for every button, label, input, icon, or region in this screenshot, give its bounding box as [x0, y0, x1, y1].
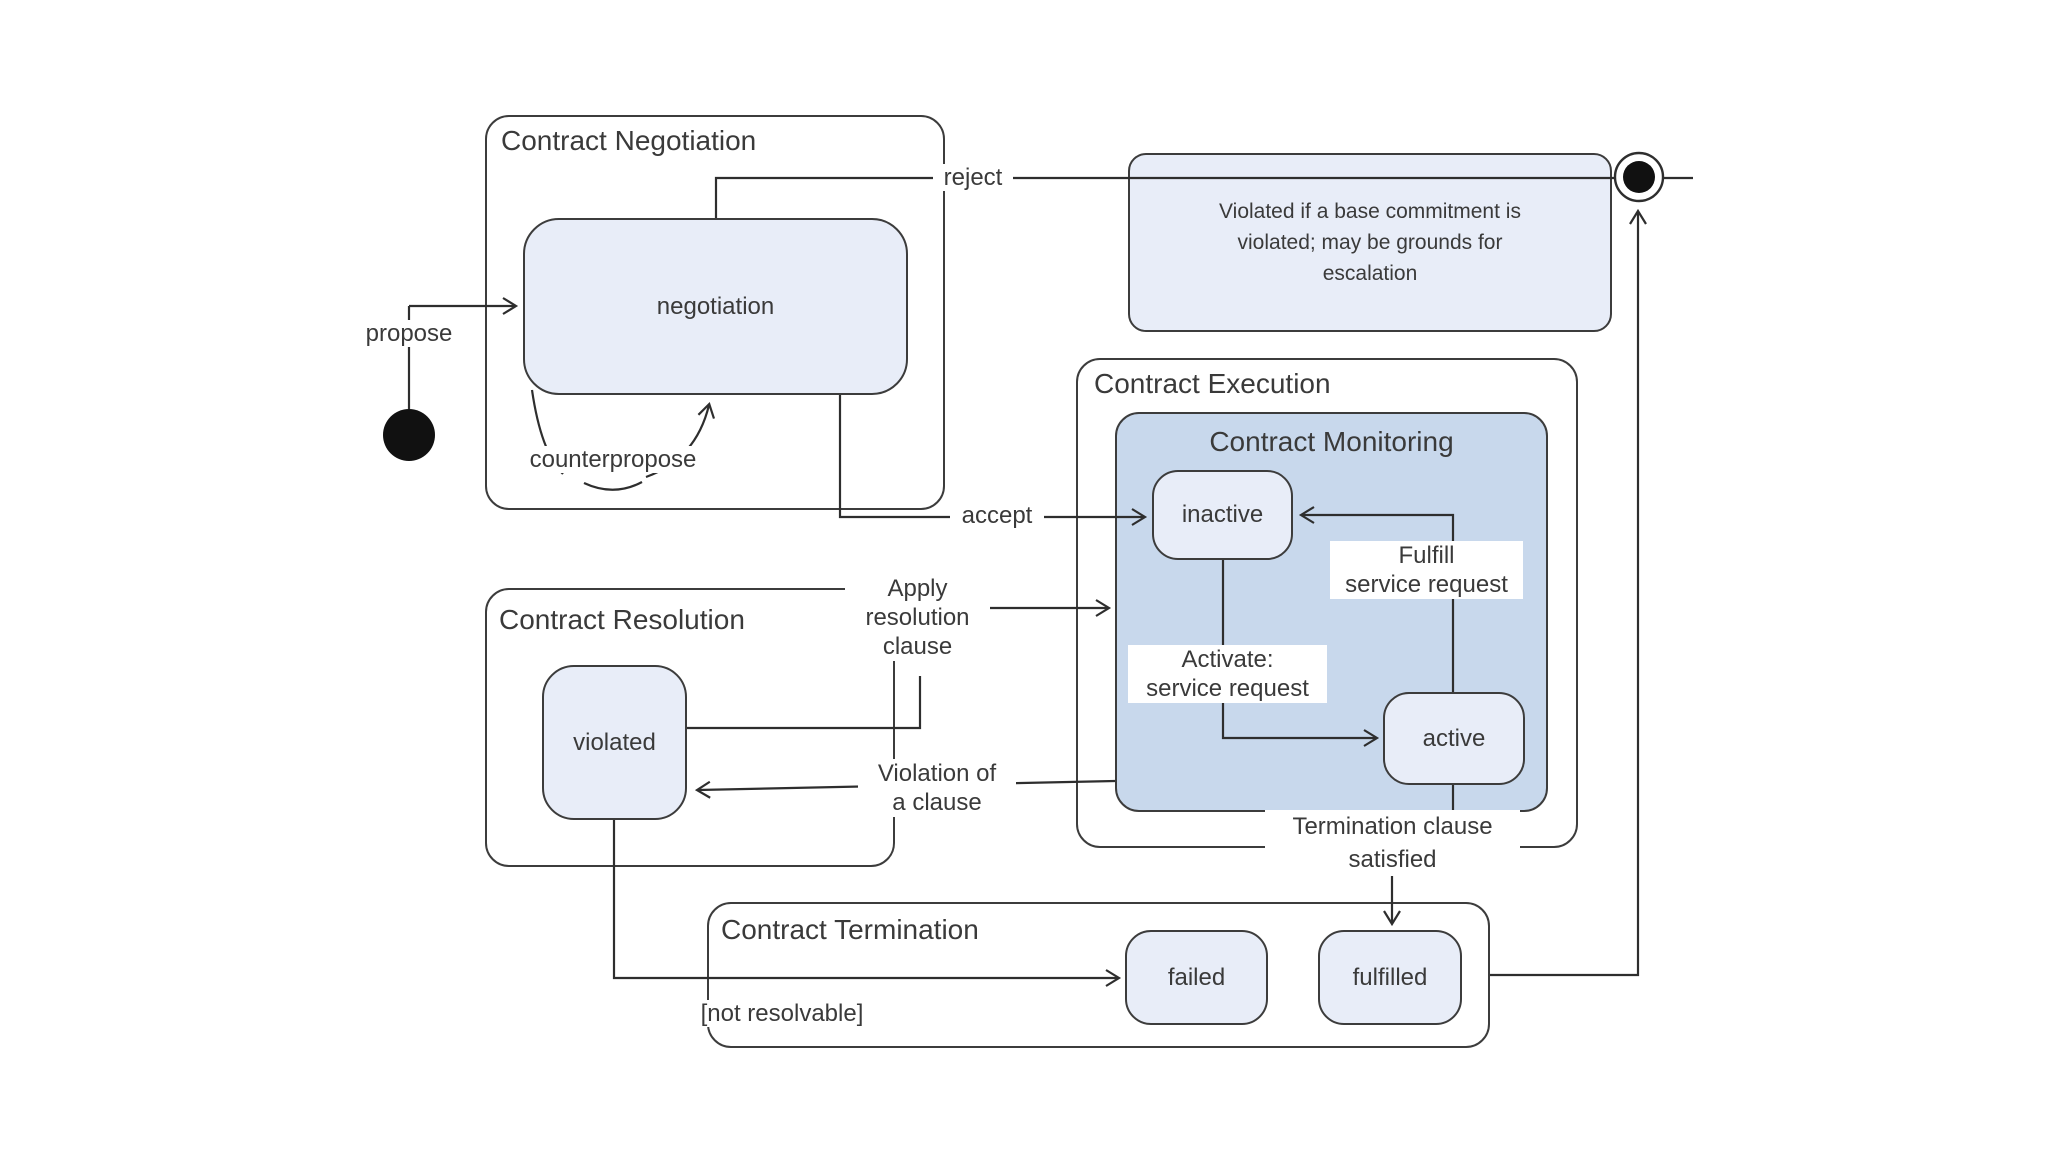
label-line: Activate:: [1181, 646, 1274, 673]
transition-label-accept: accept: [950, 502, 1044, 529]
label-line: satisfied: [1348, 846, 1437, 873]
state-label: inactive: [1181, 501, 1264, 528]
label-line: service request: [1345, 571, 1508, 598]
region-title-contract-execution: Contract Execution: [1094, 368, 1331, 399]
region-title-contract-resolution: Contract Resolution: [499, 604, 745, 635]
state-label: violated: [573, 728, 656, 756]
initial-state-icon: [383, 409, 435, 461]
state-label: failed: [1167, 963, 1226, 991]
state-negotiation: negotiation: [523, 218, 908, 395]
state-fulfilled: fulfilled: [1318, 930, 1462, 1025]
final-state-icon: [1613, 151, 1665, 203]
transition-label-fulfill-service-request: Fulfill service request: [1330, 541, 1523, 599]
note-line: Violated if a base commitment is: [1219, 200, 1521, 223]
transition-label-counterpropose: counterpropose: [510, 446, 716, 473]
label-line: Fulfill: [1398, 542, 1455, 569]
label-line: clause: [882, 633, 953, 660]
transition-label-reject: reject: [933, 164, 1013, 191]
label-line: Termination clause: [1292, 813, 1493, 840]
transition-label-not-resolvable: [not resolvable]: [682, 1000, 882, 1027]
label-line: service request: [1146, 675, 1309, 702]
transition-label-propose: propose: [352, 320, 466, 347]
note-line: escalation: [1322, 262, 1418, 285]
state-violated: violated: [542, 665, 687, 820]
transition-label-activate-service-request: Activate: service request: [1128, 645, 1327, 703]
label-line: a clause: [892, 789, 982, 816]
note-line: violated; may be grounds for: [1237, 231, 1503, 254]
transition-label-violation-of-a-clause: Violation of a clause: [858, 759, 1016, 817]
state-failed: failed: [1125, 930, 1268, 1025]
state-label: fulfilled: [1352, 963, 1428, 991]
state-inactive: inactive: [1152, 470, 1293, 560]
transition-label-apply-resolution-clause: Apply resolution clause: [845, 574, 990, 661]
transition-label-termination-clause-satisfied: Termination clause satisfied: [1265, 810, 1520, 876]
region-title-contract-negotiation: Contract Negotiation: [501, 125, 757, 156]
note-violation-escalation: Violated if a base commitment is violate…: [1128, 153, 1612, 332]
state-label: active: [1422, 724, 1486, 752]
state-label: negotiation: [656, 292, 775, 320]
label-line: Violation of: [877, 760, 997, 787]
region-title-contract-monitoring: Contract Monitoring: [1209, 426, 1454, 457]
state-active: active: [1383, 692, 1525, 785]
label-line: resolution: [865, 604, 970, 631]
label-line: Apply: [887, 575, 948, 602]
